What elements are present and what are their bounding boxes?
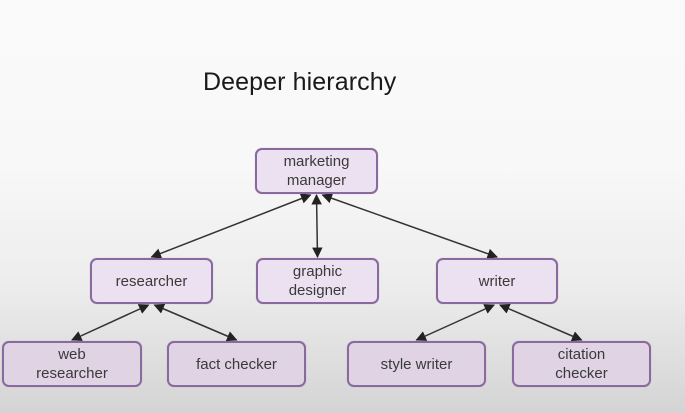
- node-graphic-designer[interactable]: graphic designer: [256, 258, 379, 304]
- edge-researcher-to-fact-checker: [153, 303, 238, 342]
- node-researcher[interactable]: researcher: [90, 258, 213, 304]
- edge-marketing-manager-to-researcher: [150, 193, 312, 259]
- edge-marketing-manager-to-graphic-designer: [311, 193, 323, 259]
- node-citation-checker[interactable]: citation checker: [512, 341, 651, 387]
- node-writer[interactable]: writer: [436, 258, 558, 304]
- edge-marketing-manager-to-writer: [321, 193, 498, 259]
- node-marketing-manager[interactable]: marketing manager: [255, 148, 378, 194]
- node-style-writer[interactable]: style writer: [347, 341, 486, 387]
- diagram-title: Deeper hierarchy: [203, 68, 397, 96]
- edge-researcher-to-web-researcher: [71, 304, 150, 341]
- edge-writer-to-citation-checker: [499, 303, 583, 342]
- node-fact-checker[interactable]: fact checker: [167, 341, 306, 387]
- edge-writer-to-style-writer: [415, 304, 495, 341]
- node-web-researcher[interactable]: web researcher: [2, 341, 142, 387]
